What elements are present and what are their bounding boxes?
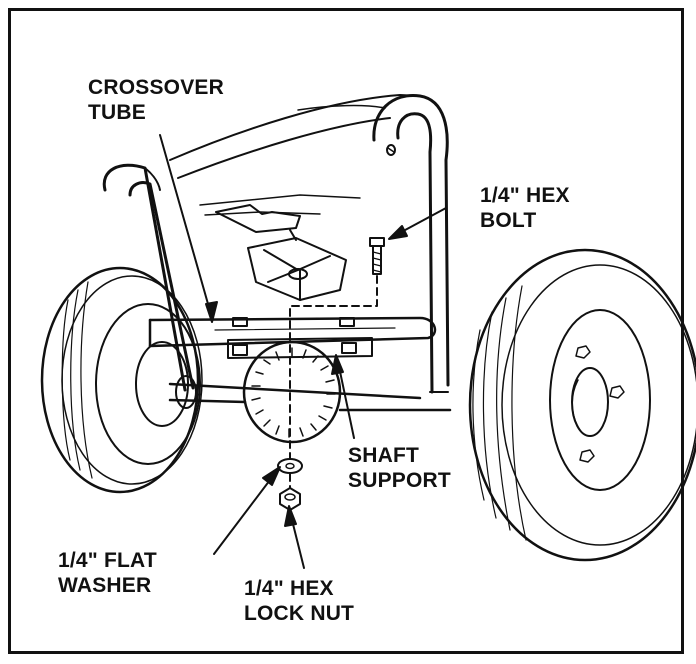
label-shaft-support: SHAFT SUPPORT bbox=[348, 443, 451, 493]
label-hex-lock-nut: 1/4" HEX LOCK NUT bbox=[244, 576, 354, 626]
label-hex-bolt: 1/4" HEX BOLT bbox=[480, 183, 570, 233]
agitator bbox=[215, 204, 347, 301]
crossover-tube bbox=[148, 316, 437, 348]
label-flat-washer-line1: 1/4" FLAT bbox=[58, 549, 157, 572]
hex-bolt bbox=[369, 237, 385, 275]
leader-arrows bbox=[159, 134, 447, 569]
label-hex-lock-nut-line2: LOCK NUT bbox=[244, 602, 355, 625]
flat-washer bbox=[277, 458, 303, 474]
label-hex-lock-nut-line1: 1/4" HEX bbox=[244, 577, 334, 600]
label-hex-bolt-line1: 1/4" HEX bbox=[480, 184, 570, 207]
label-crossover-tube: CROSSOVER TUBE bbox=[88, 75, 224, 125]
right-wheel bbox=[468, 248, 696, 562]
axle bbox=[168, 375, 452, 412]
handle-frame bbox=[102, 94, 450, 394]
shaft-support bbox=[227, 317, 373, 359]
label-flat-washer: 1/4" FLAT WASHER bbox=[58, 548, 157, 598]
label-flat-washer-line2: WASHER bbox=[58, 574, 152, 597]
label-shaft-support-line2: SUPPORT bbox=[348, 469, 451, 492]
hopper bbox=[169, 94, 421, 216]
label-crossover-tube-line1: CROSSOVER bbox=[88, 76, 224, 99]
left-wheel bbox=[40, 266, 203, 494]
label-shaft-support-line1: SHAFT bbox=[348, 444, 419, 467]
assembly-lines bbox=[289, 275, 378, 489]
label-crossover-tube-line2: TUBE bbox=[88, 101, 146, 124]
label-hex-bolt-line2: BOLT bbox=[480, 209, 537, 232]
